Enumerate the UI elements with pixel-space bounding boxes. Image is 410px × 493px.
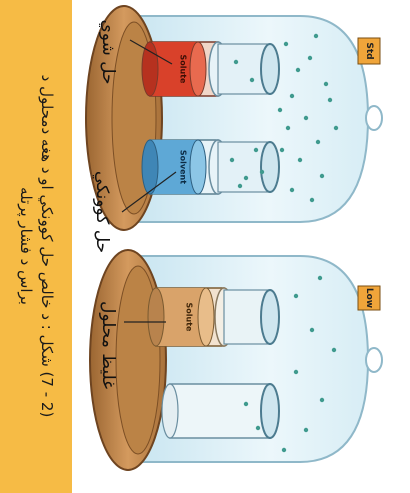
top-apparatus — [86, 6, 382, 230]
label-concentrated-solution: غليظ محلول — [98, 301, 118, 389]
bottom-jar-knob — [366, 348, 382, 372]
top-solute-beaker — [142, 42, 279, 96]
caption-strip: (2 - 7) شكل : د خالص حل كوونكي او د هغه … — [0, 0, 72, 493]
bottom-solution-beaker — [148, 288, 279, 346]
tag-solute-bottom: Solute — [185, 303, 194, 332]
figure-caption: (2 - 7) شكل : د خالص حل كوونكي او د هغه … — [15, 6, 57, 486]
top-jar-knob — [366, 106, 382, 130]
tag-solvent-top: Solvent — [179, 150, 188, 184]
caption-line-1: (2 - 7) شكل : د خالص حل كوونكي او د هغه … — [36, 6, 57, 486]
badge-top-text: Std — [364, 42, 374, 59]
caption-line-2: براس د فشار پرتله — [15, 6, 36, 486]
label-pure-solvent: حل شوي — [98, 19, 118, 84]
badge-bottom-text: Low — [364, 288, 374, 308]
bottom-apparatus — [90, 250, 382, 470]
bottom-empty-beaker — [162, 384, 279, 438]
tag-solute-top: Solute — [179, 55, 188, 84]
top-solvent-beaker — [142, 140, 279, 194]
label-solvent: حل كوونكي — [92, 171, 112, 253]
